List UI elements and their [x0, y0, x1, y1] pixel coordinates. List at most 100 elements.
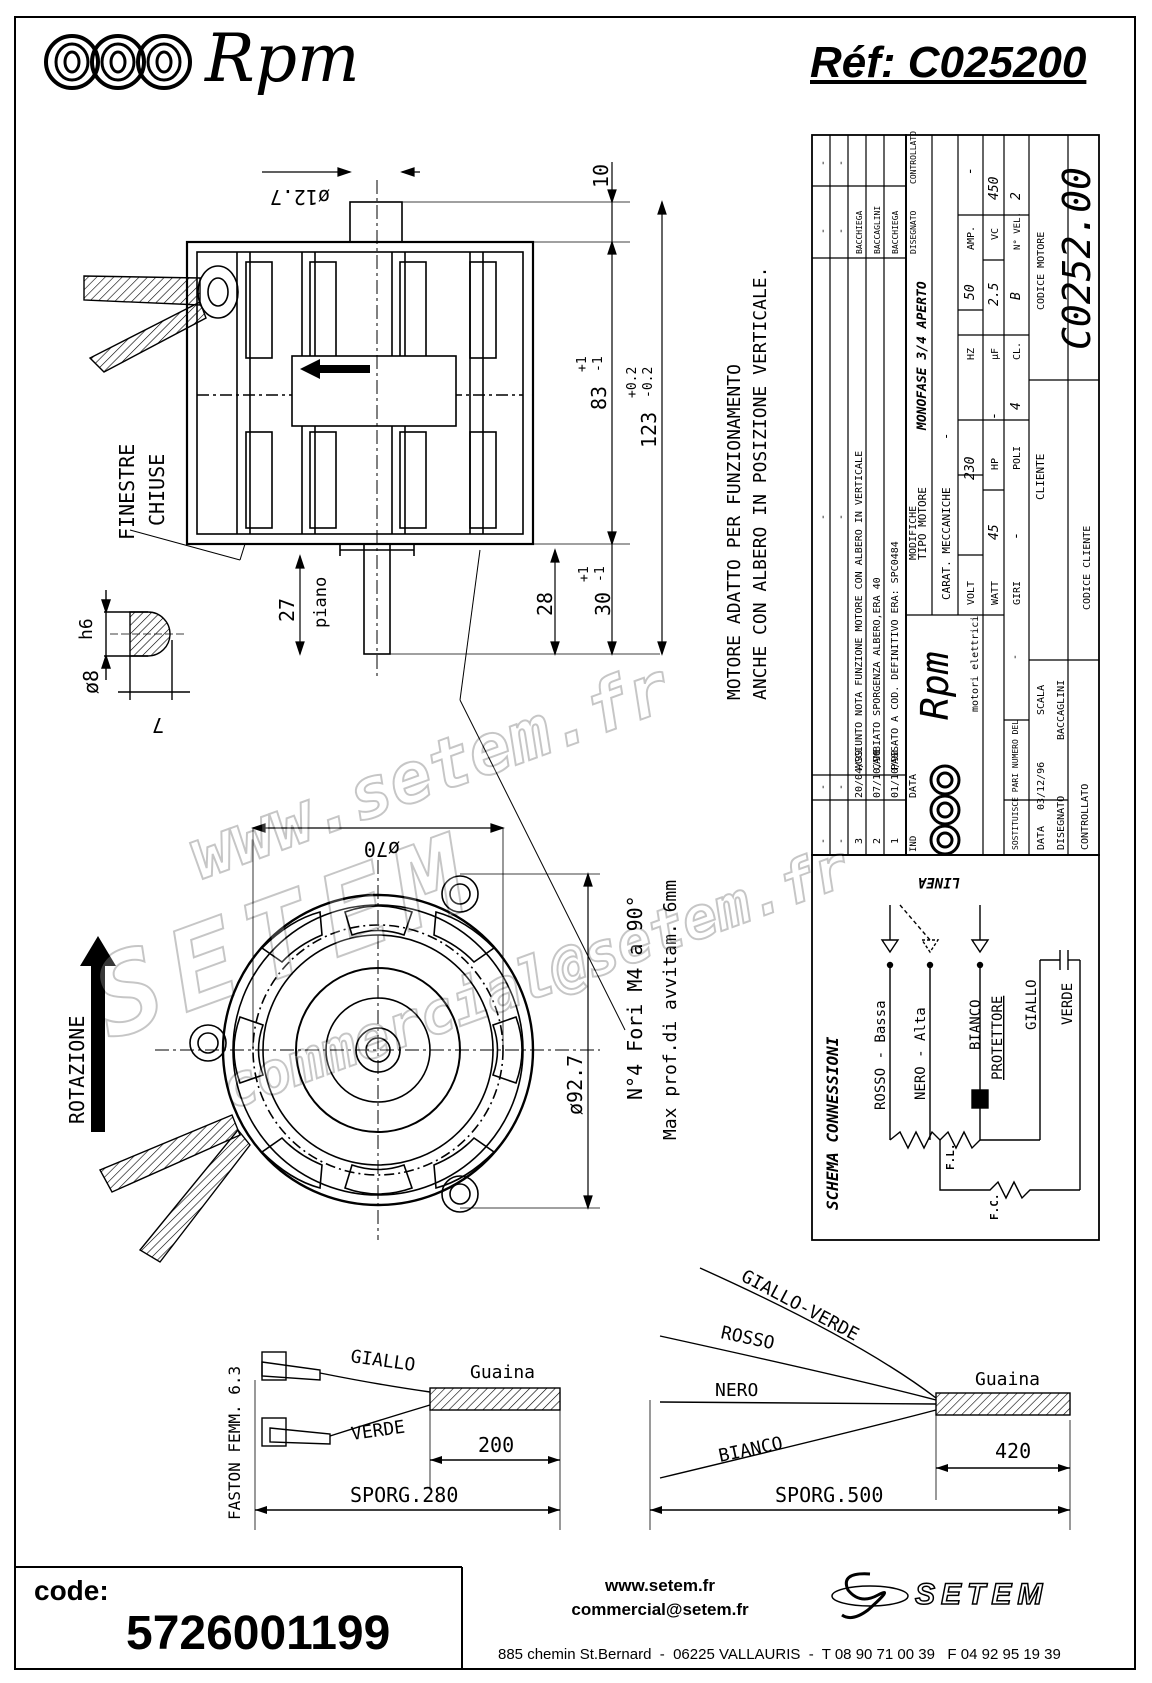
setem-logo-icon	[831, 1572, 909, 1620]
title-block-grid	[811, 134, 1100, 1241]
vc-value: 450	[987, 176, 1002, 200]
uf-label: µF	[990, 348, 1001, 360]
rev-checked-2: -	[836, 160, 847, 166]
carat-label: CARAT. MECCANICHE	[940, 487, 953, 600]
rev-ind-3: 3	[854, 838, 865, 844]
dim-92: ø92.7	[563, 1055, 587, 1115]
dim-total-tol-plus: +0.2	[625, 367, 640, 398]
schema-rosso: ROSSO - Bassa	[873, 1000, 889, 1110]
dim-70: ø70	[364, 837, 400, 861]
tipo-value: MONOFASE 3/4 APERTO	[915, 281, 930, 431]
vc-label: VC	[990, 228, 1001, 240]
data-label: DATA	[1036, 826, 1047, 850]
note-line1: MOTORE ADATTO PER FUNZIONAMENTO	[724, 364, 745, 700]
rev-ind-5: 1	[890, 838, 901, 844]
watt-label: WATT	[990, 581, 1001, 605]
nvel-value: 2	[1009, 192, 1024, 200]
wiring-schema	[880, 904, 1081, 1200]
dim-total-height: 123	[637, 412, 661, 448]
cable-left-200: 200	[478, 1433, 514, 1457]
disegnato-value: BACCAGLINI	[1056, 680, 1067, 740]
dim-piano: piano	[311, 577, 331, 628]
shaft-section-dia: ø8	[79, 670, 103, 694]
rev-ind-4: 2	[872, 838, 883, 844]
hz-value: 50	[963, 284, 978, 300]
cable-right-drawing	[649, 1267, 1071, 1530]
cable-right-420: 420	[995, 1439, 1031, 1463]
disegnato-label: DISEGNATO	[1056, 796, 1067, 850]
cable-left-drawing	[254, 1351, 561, 1530]
holes-line2: Max prof.di avvitam. 6mm	[660, 880, 681, 1140]
schema-fc: F.C.	[988, 1194, 1001, 1221]
hp-label: HP	[990, 458, 1001, 470]
rev-text-4: CAMBIATO SPORGENZA ALBERO,ERA 40	[872, 577, 883, 770]
motor-side-view	[185, 180, 535, 680]
cable-right-guaina: Guaina	[975, 1369, 1040, 1390]
website-link[interactable]: www.setem.fr	[605, 1576, 715, 1595]
header-checked: CONTROLLATO	[909, 131, 918, 184]
rpm-logo-icon	[44, 34, 192, 90]
dim-body-height: 83	[587, 386, 611, 410]
side-view-dimensions	[129, 162, 667, 1031]
dim-27: 27	[275, 598, 299, 622]
volt-value: 230	[963, 456, 978, 480]
header-drawn: DISEGNATO	[909, 210, 918, 254]
rev-ind-1: -	[818, 838, 829, 844]
poli-value: 4	[1009, 402, 1024, 410]
cable-left-giallo: GIALLO	[349, 1346, 416, 1376]
rev-text-3: AGGIUNTO NOTA FUNZIONE MOTORE CON ALBERO…	[854, 451, 865, 770]
codice-motore-value: C0252.00	[1055, 167, 1099, 350]
cl-label: CL.	[1012, 342, 1023, 360]
front-view-dimensions	[251, 823, 600, 1210]
dim-shaft-bottom-tol-plus: +1	[577, 566, 592, 582]
label-chiuse: CHIUSE	[145, 454, 169, 526]
code-value: 5726001199	[126, 1607, 391, 1660]
rev-date-2: -	[836, 784, 847, 790]
rev-ind-2: -	[836, 838, 847, 844]
volt-label: VOLT	[966, 581, 977, 605]
dim-28: 28	[533, 592, 557, 616]
nvel-label: N° VEL.	[1013, 212, 1023, 250]
footer-code-box	[14, 1566, 463, 1670]
dim-body-tol-minus: -1	[591, 356, 606, 372]
rotation-direction-arrow-icon	[80, 936, 116, 1132]
schema-fl: F.L.	[944, 1144, 957, 1171]
note-line2: ANCHE CON ALBERO IN POSIZIONE VERTICALE.	[750, 267, 771, 700]
sostituisce-value: -	[1010, 654, 1021, 660]
dim-shaft-bottom-tol-minus: -1	[593, 566, 608, 582]
cable-right-nero: NERO	[715, 1380, 758, 1401]
reference-title: Réf: C025200	[810, 38, 1087, 87]
rev-date-4: 07/10/98	[872, 750, 883, 798]
schema-title: SCHEMA CONNESSIONI	[823, 1036, 842, 1210]
holes-line1: N°4 Fori M4 a 90°	[623, 895, 647, 1100]
tipo-label: TIPO MOTORE	[916, 487, 929, 560]
email-link[interactable]: commercial@setem.fr	[571, 1600, 749, 1619]
shaft-section	[101, 590, 190, 700]
scala-label: SCALA	[1036, 685, 1047, 715]
rev-checked-1: -	[818, 160, 829, 166]
rotation-arrow-icon	[300, 359, 370, 379]
rev-date-3: 20/04/99	[854, 750, 865, 798]
codice-cliente-label: CODICE CLIENTE	[1082, 526, 1093, 610]
rev-drawn-3: BACCHIEGA	[855, 210, 864, 254]
rev-date-1: -	[818, 784, 829, 790]
giri-label: GIRI	[1012, 581, 1023, 605]
header-date: DATA	[908, 774, 919, 798]
schema-linea: LINEA	[918, 874, 960, 890]
schema-protettore: PROTETTORE	[990, 996, 1006, 1080]
rev-drawn-1: -	[818, 228, 829, 234]
drawing-frame	[14, 16, 1136, 1670]
title-block-logo-sub: motori elettrici	[970, 616, 981, 712]
amp-label: AMP.	[966, 226, 977, 250]
header-ind: IND	[909, 836, 919, 852]
rev-date-5: 01/10/98	[890, 750, 901, 798]
cl-value: B	[1009, 292, 1024, 300]
rev-drawn-4: BACCAGLINI	[873, 206, 882, 254]
address-text: 885 chemin St.Bernard - 06225 VALLAURIS …	[498, 1646, 1061, 1663]
sostituisce-label: SOSTITUISCE PARI NUMERO DEL	[1011, 720, 1020, 850]
rev-text-5: PASSATO A COD. DEFINITIVO ERA: SPC0484	[890, 541, 901, 770]
cable-bundle-icon	[83, 275, 207, 373]
dim-total-tol-minus: -0.2	[641, 367, 656, 398]
code-label: code:	[34, 1575, 109, 1606]
cable-right-sporg: SPORG.500	[775, 1483, 883, 1507]
